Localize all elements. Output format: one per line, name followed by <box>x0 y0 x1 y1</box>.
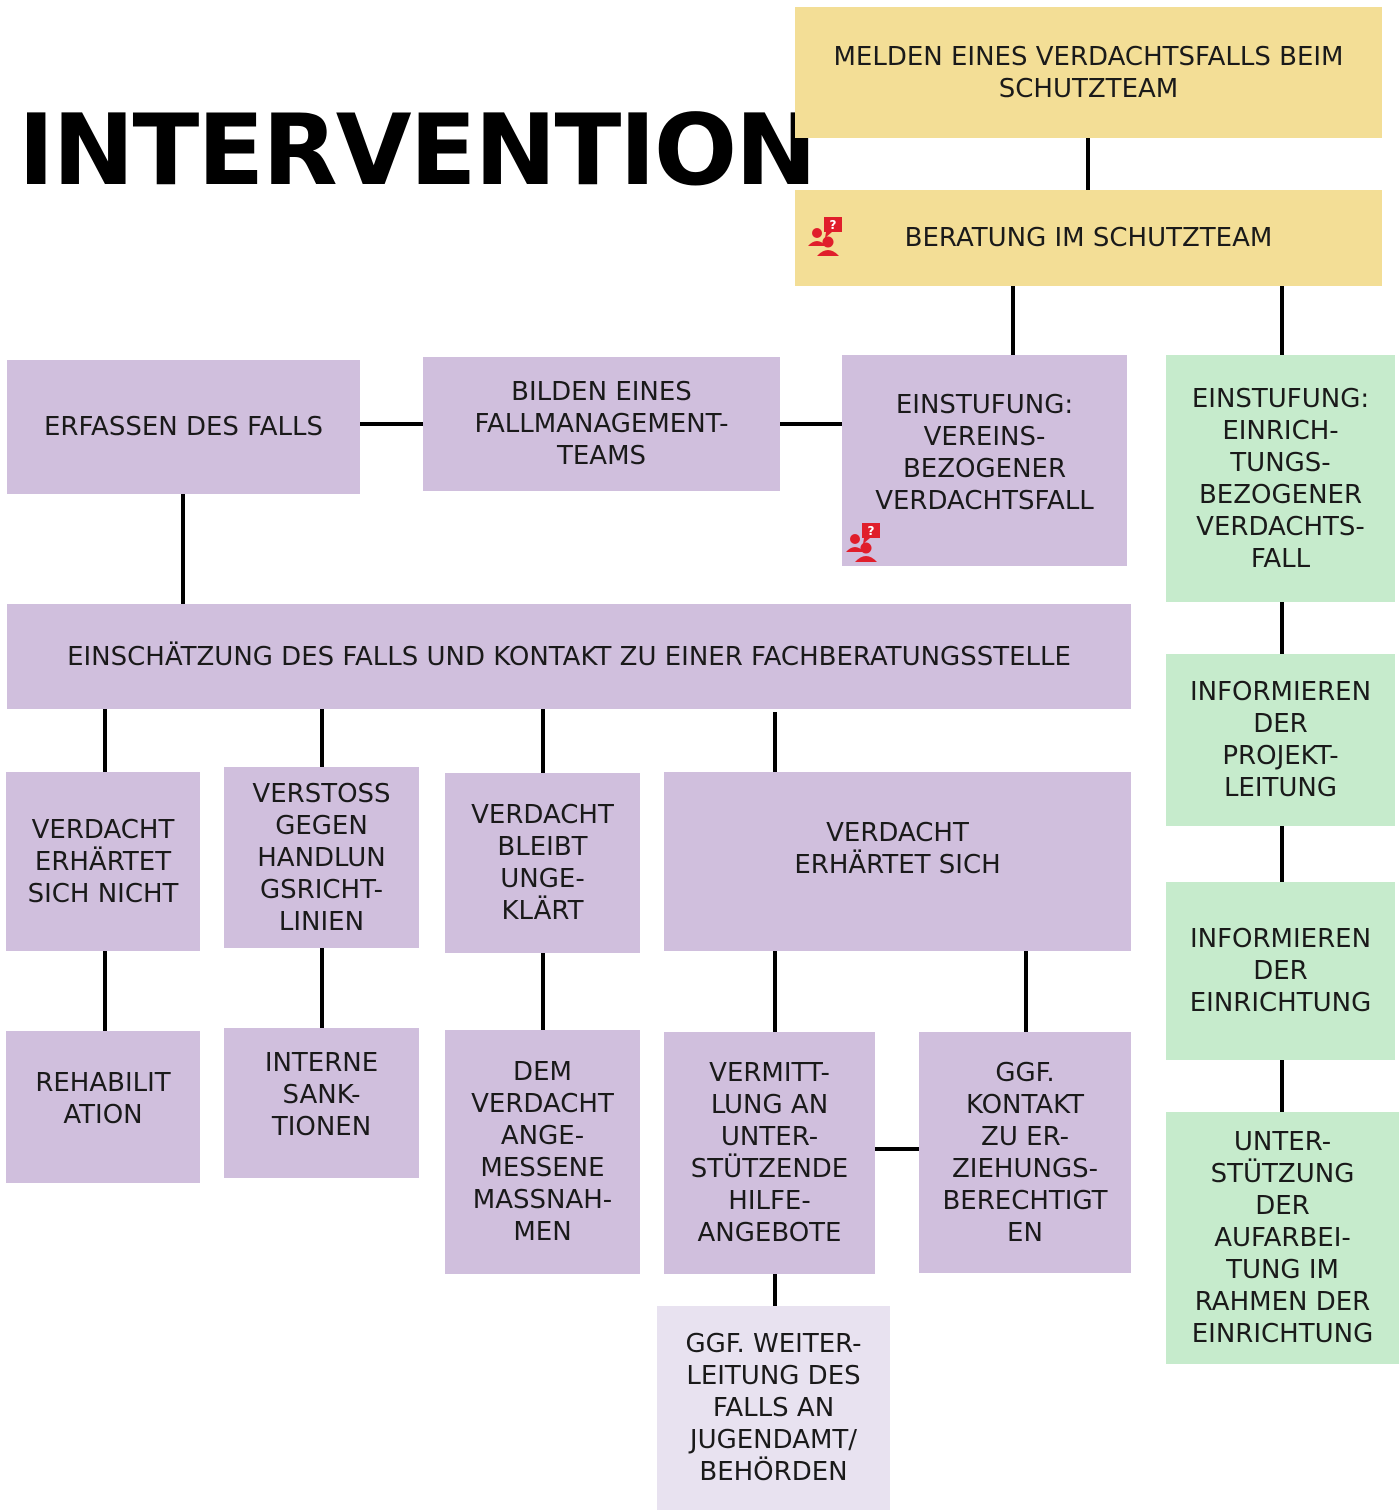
node-einrichtung: INFORMIEREN DER EINRICHTUNG <box>1166 882 1395 1060</box>
page-title: INTERVENTION <box>18 94 817 208</box>
node-einschaetzung: EINSCHÄTZUNG DES FALLS UND KONTAKT ZU EI… <box>7 604 1131 709</box>
node-projektleitung: INFORMIEREN DER PROJEKT- LEITUNG <box>1166 654 1395 826</box>
connector-line <box>320 948 324 1028</box>
connector-line <box>1280 286 1284 356</box>
connector-line <box>103 709 107 772</box>
connector-line <box>773 712 777 772</box>
connector-line <box>1024 951 1028 1032</box>
svg-text:?: ? <box>868 524 875 538</box>
connector-line <box>1280 602 1284 654</box>
node-erfassen: ERFASSEN DES FALLS <box>7 360 360 494</box>
node-erhaertet: VERDACHT ERHÄRTET SICH <box>664 772 1131 951</box>
connector-line <box>360 422 423 426</box>
node-aufarbeitung: UNTER- STÜTZUNG DER AUFARBEI- TUNG IM RA… <box>1166 1112 1399 1364</box>
connector-line <box>875 1147 920 1151</box>
node-einrichtungs: EINSTUFUNG: EINRICH- TUNGS- BEZOGENER VE… <box>1166 355 1395 602</box>
node-kontakt: GGF. KONTAKT ZU ER- ZIEHUNGS- BERECHTIGT… <box>919 1032 1131 1273</box>
node-verstoss: VERSTOß GEGEN HANDLUN GSRICHT- LINIEN <box>224 767 419 948</box>
connector-line <box>320 709 324 767</box>
connector-line <box>1280 1060 1284 1112</box>
connector-line <box>541 953 545 1030</box>
people-question-icon: ? <box>846 523 880 562</box>
connector-line <box>773 951 777 1032</box>
node-massnahmen: DEM VERDACHT ANGE- MESSENE MAßNAH- MEN <box>445 1030 640 1274</box>
connector-line <box>780 422 842 426</box>
connector-line <box>1280 826 1284 882</box>
connector-line <box>1011 286 1015 356</box>
node-nicht: VERDACHT ERHÄRTET SICH NICHT <box>6 772 200 951</box>
node-beratung: BERATUNG IM SCHUTZTEAM <box>795 190 1382 286</box>
node-bilden: BILDEN EINES FALLMANAGEMENT- TEAMS <box>423 357 780 491</box>
node-weiterleitung: GGF. WEITER- LEITUNG DES FALLS AN JUGEND… <box>657 1306 890 1510</box>
node-vermittlung: VERMITT- LUNG AN UNTER- STÜTZENDE HILFE-… <box>664 1032 875 1274</box>
node-vereins: EINSTUFUNG: VEREINS- BEZOGENER VERDACHTS… <box>842 355 1127 566</box>
connector-line <box>1086 138 1090 190</box>
node-melden: MELDEN EINES VERDACHTSFALLS BEIM SCHUTZT… <box>795 7 1382 138</box>
connector-line <box>541 709 545 773</box>
connector-line <box>773 1274 777 1306</box>
connector-line <box>181 494 185 604</box>
connector-line <box>103 951 107 1031</box>
node-ungeklaert: VERDACHT BLEIBT UNGE- KLÄRT <box>445 773 640 953</box>
node-rehab: REHABILIT ATION <box>6 1031 200 1183</box>
node-sanktionen: INTERNE SANK- TIONEN <box>224 1028 419 1178</box>
people-question-icon: ? <box>808 217 842 256</box>
svg-text:?: ? <box>830 218 837 232</box>
